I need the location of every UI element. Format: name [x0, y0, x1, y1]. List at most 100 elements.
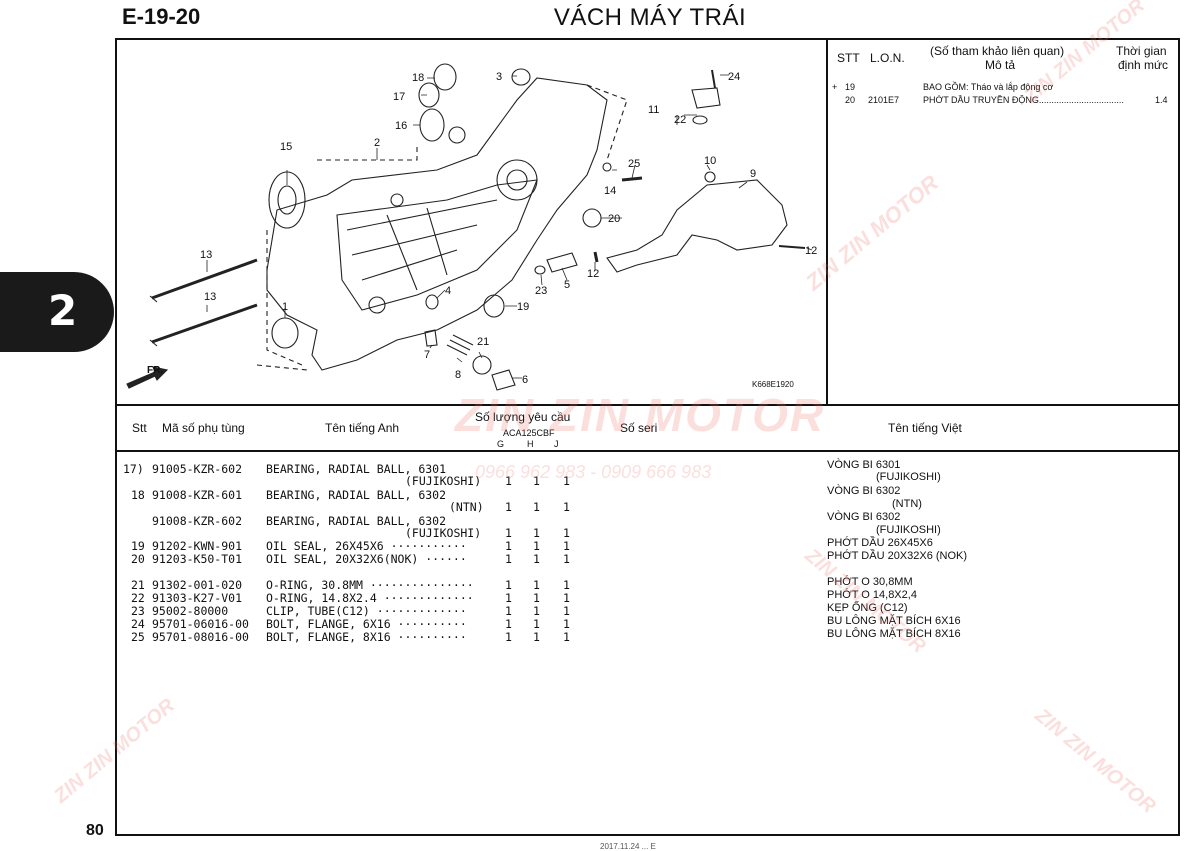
cell-h: 1 [533, 604, 540, 618]
cell-vi2: (FUJIKOSHI) [876, 524, 941, 536]
th-j: J [554, 439, 559, 449]
callout-11: 11 [648, 104, 659, 116]
bolt-12b [778, 245, 806, 249]
cell-part: 91202-KWN-901 [152, 539, 243, 553]
callout-13: 13 [200, 249, 212, 261]
col-lon: L.O.N. [870, 51, 905, 65]
cell-part: 91203-K50-T01 [152, 552, 243, 566]
cell-part: 91303-K27-V01 [152, 591, 243, 605]
callout-1: 1 [282, 301, 288, 313]
cell-vi: VÒNG BI 6302 [827, 511, 901, 523]
stud-bolts [151, 258, 258, 344]
callout-25: 25 [628, 158, 640, 170]
cell-h: 1 [533, 591, 540, 605]
fr-arrow [126, 366, 169, 389]
cell-stt: 23 [131, 604, 145, 618]
cell-g: 1 [505, 552, 512, 566]
cell-g: 1 [505, 604, 512, 618]
group-bracket [256, 84, 628, 371]
bracket-9 [606, 179, 788, 273]
callout-13: 13 [204, 291, 216, 303]
section-code: E-19-20 [122, 4, 201, 29]
watermark-brand: ZIN ZIN MOTOR [455, 389, 826, 441]
cell-en2: (NTN) [449, 500, 484, 514]
callout-18: 18 [412, 72, 424, 84]
seal-20 [582, 208, 602, 228]
callout-21: 21 [477, 336, 489, 348]
cell-part: 95701-06016-00 [152, 617, 249, 631]
cell-g: 1 [505, 474, 512, 488]
callout-14: 14 [604, 185, 616, 197]
cell-h: 1 [533, 539, 540, 553]
callout-12: 12 [805, 245, 817, 257]
cell-j: 1 [563, 474, 570, 488]
cell-j: 1 [563, 539, 570, 553]
table-top-rule [115, 404, 1180, 406]
cell-h: 1 [533, 578, 540, 592]
cell-en: OIL SEAL, 26X45X6 ··········· [266, 539, 467, 553]
cell-vi: KẸP ỐNG (C12) [827, 602, 908, 614]
cell-g: 1 [505, 500, 512, 514]
cell-j: 1 [563, 552, 570, 566]
cell-part: 95701-08016-00 [152, 630, 249, 644]
cell-g: 1 [505, 526, 512, 540]
row-stt: 19 [845, 82, 856, 92]
callout-15: 15 [280, 141, 292, 153]
watermark-phone: 0966 962 983 - 0909 666 983 [475, 462, 712, 482]
case-bore [496, 159, 538, 201]
cell-stt: 24 [131, 617, 145, 631]
col-time-1: Thời gian [1116, 44, 1167, 58]
part-10 [704, 171, 716, 183]
cell-part: 95002-80000 [152, 604, 229, 618]
cell-g: 1 [505, 539, 512, 553]
cell-j: 1 [563, 617, 570, 631]
th-serial: Số seri [620, 421, 658, 435]
cell-stt: 21 [131, 578, 145, 592]
col-time-2: định mức [1118, 58, 1169, 72]
cell-part: 91005-KZR-602 [152, 462, 243, 476]
bearing-17 [418, 82, 440, 108]
callout-12: 12 [587, 268, 599, 280]
callout-16: 16 [395, 120, 407, 132]
cell-g: 1 [505, 630, 512, 644]
callout-17: 17 [393, 91, 405, 103]
callout-5: 5 [564, 279, 570, 291]
cell-j: 1 [563, 591, 570, 605]
row-desc: PHỚT DẦU TRUYỀN ĐỘNG....................… [923, 95, 1124, 105]
crankcase-inner [336, 179, 538, 311]
exploded-diagram: 15 2 18 17 16 3 24 11 22 10 9 25 14 20 1… [126, 63, 817, 391]
cell-part: 91008-KZR-601 [152, 488, 243, 502]
sensor-11 [691, 87, 721, 109]
cell-g: 1 [505, 617, 512, 631]
bolt-7 [424, 329, 438, 347]
plug-6 [491, 369, 516, 391]
page-number: 80 [86, 822, 104, 839]
bearing-18 [433, 63, 457, 91]
cell-h: 1 [533, 500, 540, 514]
cell-en: BEARING, RADIAL BALL, 6302 [266, 488, 447, 502]
callout-10: 10 [704, 155, 716, 167]
cell-en: BEARING, RADIAL BALL, 6301 [266, 462, 447, 476]
cell-h: 1 [533, 617, 540, 631]
cell-vi: VÒNG BI 6301 [827, 459, 901, 471]
cell-en: O-RING, 14.8X2.4 ············· [266, 591, 474, 605]
th-qty: Số lượng yêu cầu [475, 410, 571, 424]
row-desc: BAO GỒM: Tháo và lắp động cơ [923, 82, 1054, 92]
diagram-code: K668E1920 [752, 380, 794, 389]
cell-j: 1 [563, 500, 570, 514]
th-g: G [497, 439, 505, 449]
crankcase-outline [266, 77, 608, 371]
oring-21 [472, 355, 492, 375]
cell-g: 1 [505, 578, 512, 592]
fr-label: FR. [147, 365, 163, 376]
callout-19: 19 [517, 301, 529, 313]
content-frame [115, 38, 1180, 836]
seal-19 [483, 294, 505, 318]
cell-stt: 22 [131, 591, 145, 605]
cell-vi: VÒNG BI 6302 [827, 485, 901, 497]
th-stt: Stt [132, 421, 147, 435]
cell-en: CLIP, TUBE(C12) ············· [266, 604, 467, 618]
callout-22: 22 [674, 114, 686, 126]
th-viet: Tên tiếng Việt [888, 421, 962, 435]
bolt-12a [593, 251, 599, 263]
